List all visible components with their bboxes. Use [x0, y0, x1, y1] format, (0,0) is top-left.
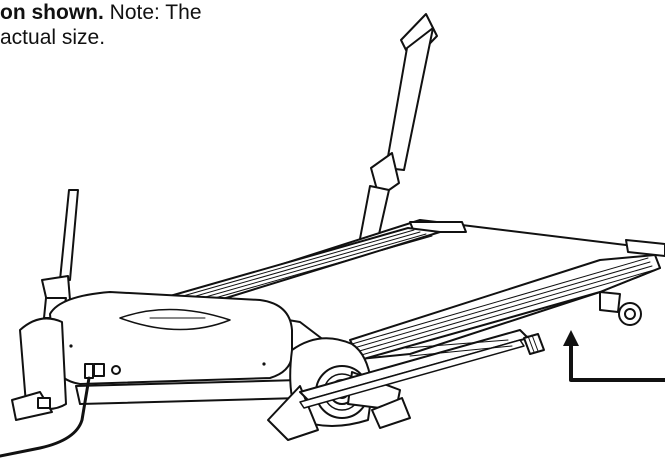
caption-regular-text: Note: The: [103, 1, 202, 24]
left-rail-grooves: [175, 229, 433, 305]
cord-plug: [84, 363, 94, 379]
right-rail-grooves: [351, 257, 655, 357]
caption-bold-text: on shown.: [0, 1, 104, 24]
caption-line-1: on shown. Note: The: [0, 0, 202, 25]
arrow-head: [563, 330, 579, 346]
caption-line-2: actual size.: [0, 26, 106, 49]
treadmill-deck: [169, 219, 665, 361]
base-frame-rail: [299, 329, 545, 409]
rear-wheel: [599, 291, 642, 326]
motor-hood: [49, 291, 301, 405]
left-wheel-housing: [11, 317, 67, 421]
callout-arrow: [563, 330, 665, 382]
power-switch: [93, 363, 105, 377]
power-cord: [0, 363, 94, 458]
power-socket: [111, 365, 121, 375]
instruction-caption: on shown. Note: The actual size.: [0, 0, 202, 50]
